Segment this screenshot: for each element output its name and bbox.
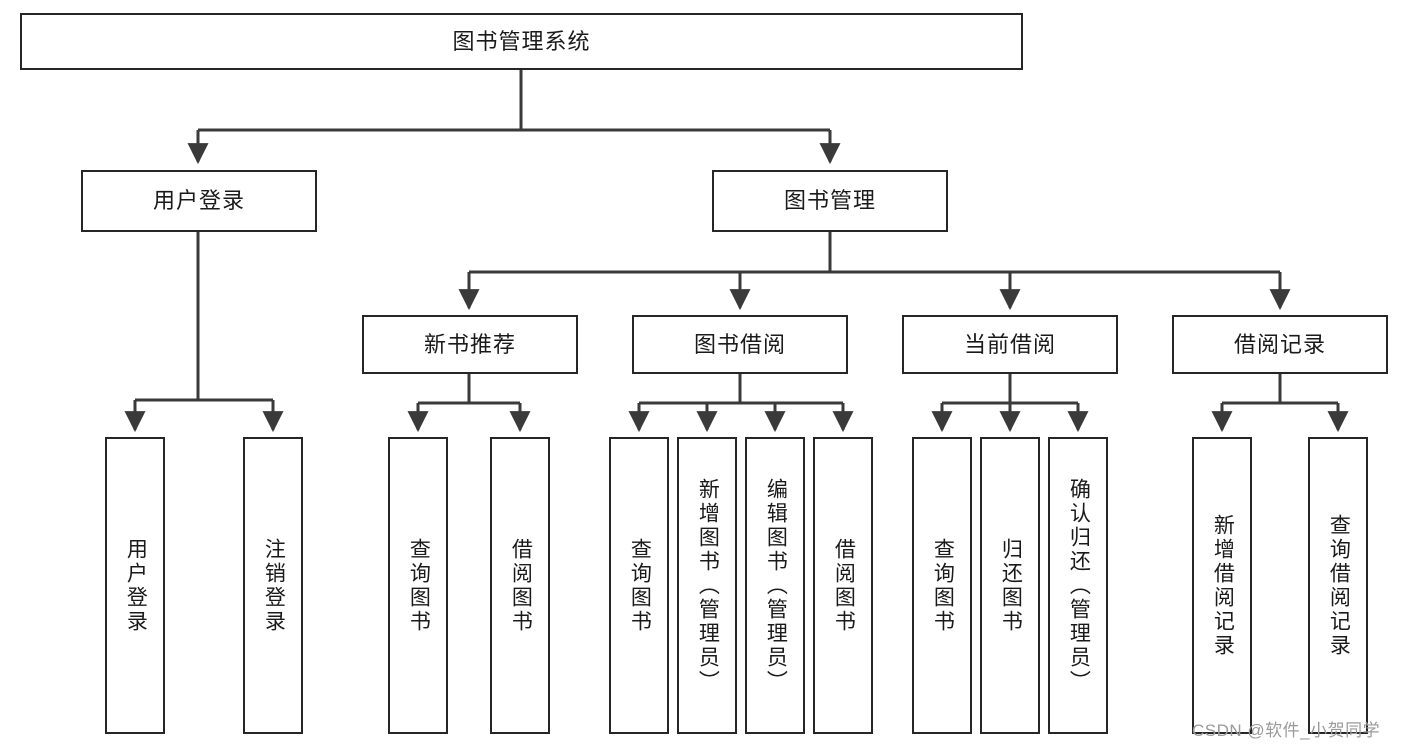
node-label: 查询借阅记录: [1327, 513, 1351, 658]
leaf-user-login-signin[interactable]: 用户登录: [105, 437, 165, 734]
node-label: 新增图书（管理员）: [696, 477, 720, 694]
leaf-record-query-record[interactable]: 查询借阅记录: [1308, 437, 1368, 734]
leaf-current-return-book[interactable]: 归还图书: [980, 437, 1040, 734]
node-user-login[interactable]: 用户登录: [81, 170, 317, 232]
node-label: 借阅图书: [509, 537, 533, 634]
node-label: 图书借阅: [693, 331, 786, 357]
leaf-current-query-book[interactable]: 查询图书: [912, 437, 972, 734]
node-current-borrow[interactable]: 当前借阅: [902, 315, 1118, 374]
node-label: 注销登录: [262, 537, 286, 634]
csdn-watermark: CSDN @软件_小贺同学: [1192, 721, 1381, 740]
node-label: 当前借阅: [963, 331, 1056, 357]
leaf-current-confirm-return[interactable]: 确认归还（管理员）: [1048, 437, 1108, 734]
node-label: 新增借阅记录: [1211, 513, 1235, 658]
node-label: 查询图书: [931, 537, 955, 634]
leaf-user-login-signout[interactable]: 注销登录: [243, 437, 303, 734]
node-book-borrow[interactable]: 图书借阅: [632, 315, 848, 374]
node-label: 借阅图书: [832, 537, 856, 634]
leaf-borrow-query-book[interactable]: 查询图书: [609, 437, 669, 734]
leaf-record-add-record[interactable]: 新增借阅记录: [1192, 437, 1252, 734]
node-label: 借阅记录: [1233, 331, 1326, 357]
leaf-borrow-borrow-book[interactable]: 借阅图书: [813, 437, 873, 734]
node-label: 图书管理系统: [452, 28, 591, 54]
node-label: 用户登录: [124, 537, 148, 634]
node-label: 查询图书: [628, 537, 652, 634]
node-root-system[interactable]: 图书管理系统: [20, 13, 1023, 70]
node-label: 确认归还（管理员）: [1067, 477, 1091, 694]
leaf-borrow-add-book[interactable]: 新增图书（管理员）: [677, 437, 737, 734]
node-label: 编辑图书（管理员）: [764, 477, 788, 694]
node-book-management[interactable]: 图书管理: [712, 170, 948, 232]
leaf-recommend-borrow-book[interactable]: 借阅图书: [490, 437, 550, 734]
node-label: 用户登录: [152, 188, 245, 214]
node-new-book-recommend[interactable]: 新书推荐: [362, 315, 578, 374]
node-label: 图书管理: [783, 188, 876, 214]
node-label: 查询图书: [407, 537, 431, 634]
node-label: 新书推荐: [423, 331, 516, 357]
leaf-borrow-edit-book[interactable]: 编辑图书（管理员）: [745, 437, 805, 734]
leaf-recommend-query-book[interactable]: 查询图书: [388, 437, 448, 734]
node-borrow-record[interactable]: 借阅记录: [1172, 315, 1388, 374]
node-label: 归还图书: [999, 537, 1023, 634]
